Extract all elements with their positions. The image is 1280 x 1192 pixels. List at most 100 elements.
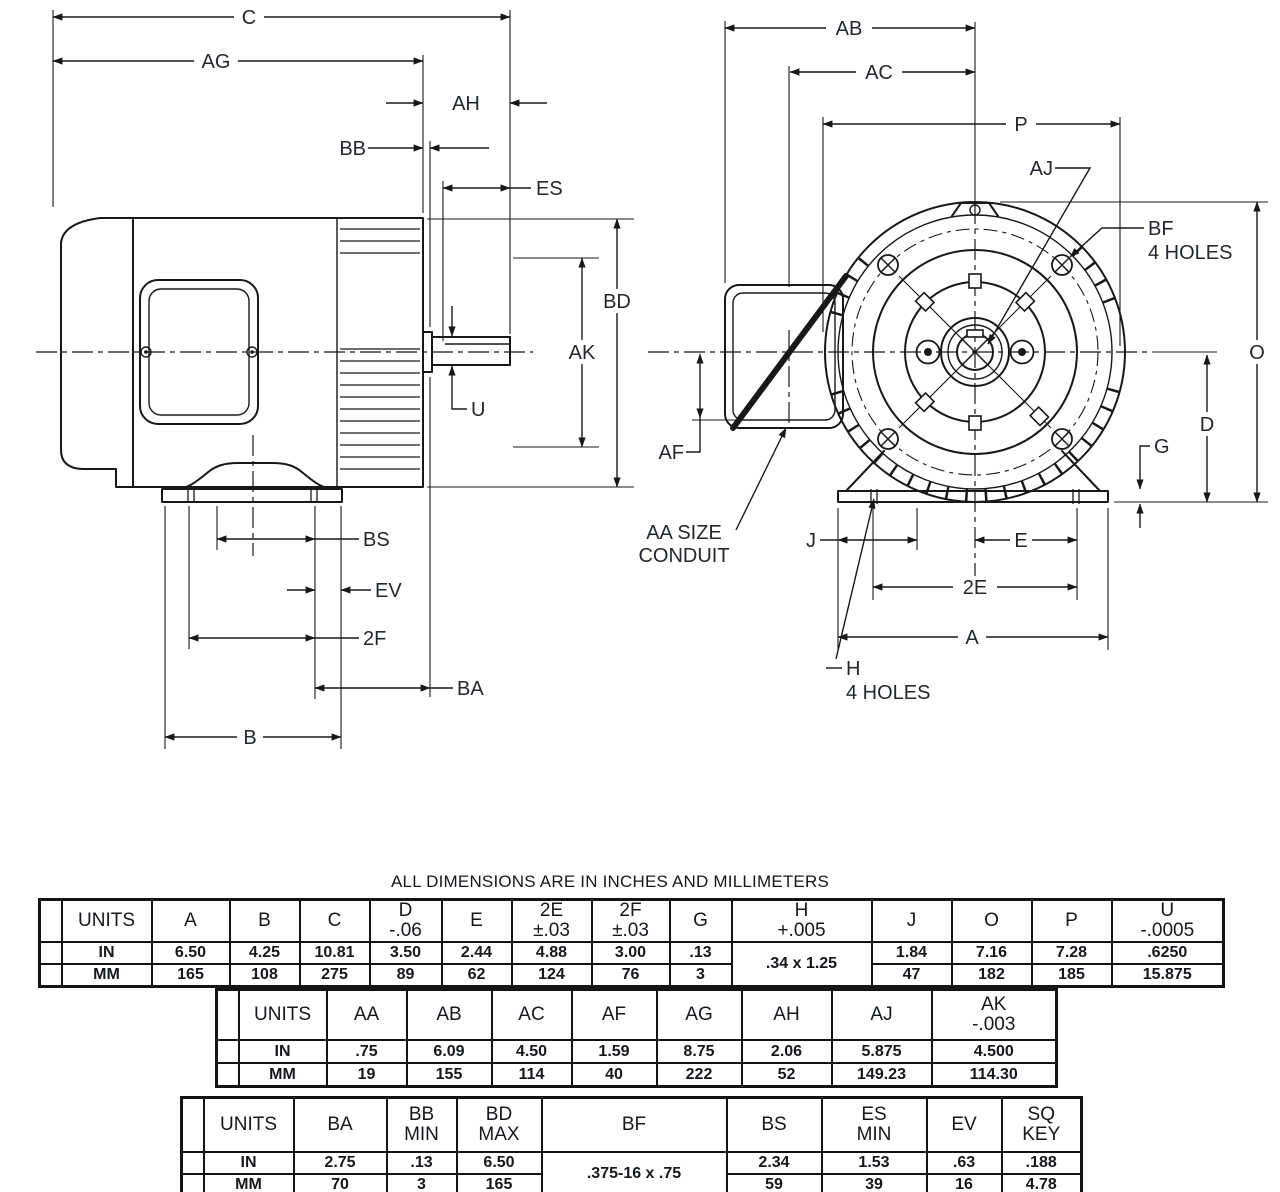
- front-view: AB AC P AJ BF 4 HOLES O D G AF AA SIZE C…: [638, 17, 1268, 704]
- spacer-cell: [38, 898, 63, 943]
- mounting-foot: [161, 462, 343, 503]
- col-header-BS: BS: [725, 1096, 823, 1153]
- col-header-G: G: [668, 898, 733, 943]
- dim-label-AC: AC: [865, 62, 893, 84]
- col-header-AJ: AJ: [830, 988, 933, 1041]
- units-label: MM: [237, 1062, 328, 1088]
- dim-label-BF: BF: [1148, 218, 1174, 240]
- units-label: MM: [60, 963, 153, 988]
- dim-value: 1.59: [570, 1039, 658, 1064]
- col-header-U: U-.0005: [1110, 898, 1225, 943]
- dim-value: .188: [1000, 1151, 1083, 1175]
- dim-value: 3.50: [368, 941, 443, 965]
- dim-value: 3.00: [590, 941, 671, 965]
- dim-label-AA-line1: AA SIZE: [646, 522, 722, 544]
- col-header-AF: AF: [570, 988, 658, 1041]
- dim-label-AF: AF: [658, 442, 684, 464]
- technical-drawing: C AG AH BB ES BD AK U BS EV 2F: [36, 6, 1268, 749]
- dim-value: 4.78: [1000, 1173, 1083, 1192]
- dim-value: 2.34: [725, 1151, 823, 1175]
- col-header-E: E: [440, 898, 513, 943]
- dimension-table-2: UNITS AA AB AC AF AG AH AJ AK-.003 IN .7…: [215, 988, 1058, 1088]
- dim-value: 3: [385, 1173, 458, 1192]
- dim-value: 76: [590, 963, 671, 988]
- dim-value: 4.50: [490, 1039, 573, 1064]
- lifting-lug: [951, 202, 999, 217]
- keyway: [966, 329, 984, 338]
- dim-label-C: C: [242, 7, 256, 29]
- dim-value: .75: [325, 1039, 408, 1064]
- spacer-cell: [215, 988, 240, 1041]
- dim-label-J: J: [806, 530, 816, 552]
- spacer-cell: [215, 1039, 240, 1064]
- col-header-A: A: [150, 898, 231, 943]
- dim-value: 19: [325, 1062, 408, 1088]
- cooling-fins: [340, 228, 420, 470]
- dim-label-BS: BS: [363, 529, 390, 551]
- dim-label-E: E: [1014, 530, 1027, 552]
- col-header-units: UNITS: [237, 988, 328, 1041]
- dimensions-note: ALL DIMENSIONS ARE IN INCHES AND MILLIME…: [391, 872, 829, 891]
- dim-value: 1.53: [820, 1151, 928, 1175]
- dim-value: 59: [725, 1173, 823, 1192]
- dim-label-BB: BB: [339, 138, 366, 160]
- dim-label-BD: BD: [603, 291, 631, 313]
- dim-value: 275: [298, 963, 371, 988]
- dim-label-AG: AG: [202, 51, 231, 73]
- conduit-box: [724, 273, 849, 431]
- dim-value-merged: .34 x 1.25: [730, 941, 873, 988]
- dim-value: 108: [228, 963, 301, 988]
- col-header-AH: AH: [740, 988, 833, 1041]
- col-header-units: UNITS: [202, 1096, 295, 1153]
- dim-value: 4.88: [510, 941, 593, 965]
- dim-label-U: U: [471, 399, 485, 421]
- col-header-C: C: [298, 898, 371, 943]
- dim-label-ES: ES: [536, 178, 563, 200]
- table-row-in: IN 2.75 .13 6.50 .375-16 x .75 2.34 1.53…: [180, 1151, 1083, 1192]
- dim-value: .6250: [1110, 941, 1225, 965]
- dim-label-P: P: [1014, 114, 1027, 136]
- dim-value: 2.06: [740, 1039, 833, 1064]
- dim-label-H-note: 4 HOLES: [846, 682, 930, 704]
- spacer-cell: [180, 1096, 205, 1153]
- dim-value: 70: [292, 1173, 388, 1192]
- col-header-BF: BF: [540, 1096, 728, 1153]
- dim-value: 7.16: [950, 941, 1033, 965]
- dim-value: 40: [570, 1062, 658, 1088]
- spacer-cell: [38, 941, 63, 965]
- dim-label-AA-line2: CONDUIT: [638, 545, 729, 567]
- dim-label-BF-note: 4 HOLES: [1148, 242, 1232, 264]
- col-header-P: P: [1030, 898, 1113, 943]
- dim-value: 182: [950, 963, 1033, 988]
- dim-value-merged: .375-16 x .75: [540, 1151, 728, 1192]
- dim-value: .13: [385, 1151, 458, 1175]
- dim-value: 165: [150, 963, 231, 988]
- dim-value: .63: [925, 1151, 1003, 1175]
- col-header-D: D-.06: [368, 898, 443, 943]
- dim-label-BA: BA: [457, 678, 484, 700]
- spacer-cell: [180, 1173, 205, 1192]
- motor-rear-cap: [60, 217, 134, 488]
- shaft: [422, 331, 511, 373]
- dim-label-2F: 2F: [363, 628, 386, 650]
- spacer-cell: [180, 1151, 205, 1175]
- dim-value: 124: [510, 963, 593, 988]
- col-header-AB: AB: [405, 988, 493, 1041]
- dim-value: 165: [455, 1173, 543, 1192]
- col-header-EV: EV: [925, 1096, 1003, 1153]
- col-header-BA: BA: [292, 1096, 388, 1153]
- dim-label-2E: 2E: [963, 577, 987, 599]
- table-header-row: UNITS AA AB AC AF AG AH AJ AK-.003: [215, 988, 1058, 1041]
- dim-value: 4.25: [228, 941, 301, 965]
- col-header-AA: AA: [325, 988, 408, 1041]
- dim-value: .13: [668, 941, 733, 965]
- dim-value: 7.28: [1030, 941, 1113, 965]
- col-header-B: B: [228, 898, 301, 943]
- col-header-units: UNITS: [60, 898, 153, 943]
- dim-value: 39: [820, 1173, 928, 1192]
- dim-value: 2.75: [292, 1151, 388, 1175]
- dim-label-AH: AH: [452, 93, 480, 115]
- dim-value: 16: [925, 1173, 1003, 1192]
